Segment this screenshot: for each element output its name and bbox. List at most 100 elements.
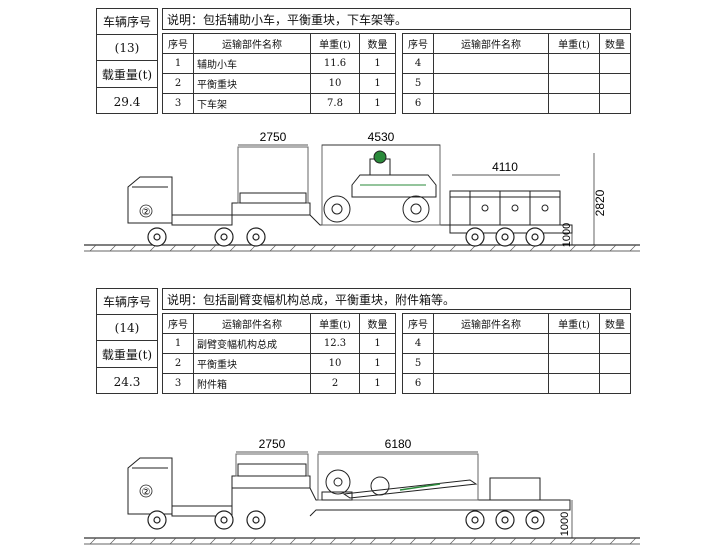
header-weight: 单重(t) bbox=[548, 33, 600, 54]
cell-qty: 1 bbox=[359, 73, 396, 94]
vehicle-seq-value: (14) bbox=[97, 315, 157, 341]
vehicle-info-box: 车辆序号 (13) 载重量(t) 29.4 bbox=[96, 8, 158, 114]
table-row: 3 下车架 7.8 1 bbox=[162, 93, 396, 114]
cell-qty: 1 bbox=[359, 353, 396, 374]
cell-qty: 1 bbox=[359, 333, 396, 354]
parts-table-left: 序号 运输部件名称 单重(t) 数量 1 辅助小车 11.6 1 2 平衡重块 … bbox=[162, 33, 396, 114]
cell-weight bbox=[548, 73, 600, 94]
counterweight-block bbox=[235, 453, 309, 477]
header-no: 序号 bbox=[402, 33, 434, 54]
ground-line bbox=[84, 537, 640, 545]
header-weight: 单重(t) bbox=[310, 313, 360, 334]
cell-name: 平衡重块 bbox=[193, 73, 311, 94]
header-name: 运输部件名称 bbox=[433, 33, 549, 54]
header-weight: 单重(t) bbox=[310, 33, 360, 54]
truck-number: ② bbox=[142, 487, 151, 498]
header-qty: 数量 bbox=[359, 33, 396, 54]
counterweight-block bbox=[237, 146, 309, 204]
table-row: 2 平衡重块 10 1 bbox=[162, 73, 396, 94]
cell-no: 4 bbox=[402, 333, 434, 354]
cell-weight: 7.8 bbox=[310, 93, 360, 114]
dim-4530: 4530 bbox=[368, 130, 395, 144]
cell-weight bbox=[548, 93, 600, 114]
cell-no: 4 bbox=[402, 53, 434, 74]
header-name: 运输部件名称 bbox=[193, 33, 311, 54]
dim-deck-1000: 1000 bbox=[561, 223, 573, 247]
header-qty: 数量 bbox=[359, 313, 396, 334]
truck-number: ② bbox=[142, 207, 151, 218]
table-row: 6 bbox=[402, 93, 631, 114]
dim-height-2820: 2820 bbox=[593, 189, 607, 216]
load-value: 29.4 bbox=[113, 94, 141, 109]
vehicle-seq-label: 车辆序号 bbox=[97, 9, 157, 35]
header-no: 序号 bbox=[402, 313, 434, 334]
cell-qty bbox=[599, 53, 631, 74]
table-row: 4 bbox=[402, 333, 631, 354]
description-note: 说明：包括副臂变幅机构总成，平衡重块，附件箱等。 bbox=[162, 288, 631, 310]
lower-frame bbox=[449, 190, 561, 226]
vehicle-seq-label: 车辆序号 bbox=[97, 289, 157, 315]
header-name: 运输部件名称 bbox=[193, 313, 311, 334]
header-no: 序号 bbox=[162, 313, 194, 334]
dimension-lines bbox=[236, 451, 573, 538]
cell-no: 1 bbox=[162, 53, 194, 74]
dim-6180: 6180 bbox=[385, 437, 412, 451]
cell-no: 2 bbox=[162, 353, 194, 374]
load-label: 载重量(t) bbox=[97, 61, 157, 88]
cell-name bbox=[433, 353, 549, 374]
load-label: 载重量(t) bbox=[97, 341, 157, 368]
cell-no: 2 bbox=[162, 73, 194, 94]
table-header: 序号 运输部件名称 单重(t) 数量 bbox=[402, 33, 631, 54]
cell-weight: 11.6 bbox=[310, 53, 360, 74]
trailer-deck bbox=[231, 475, 571, 517]
auxiliary-trolley bbox=[321, 144, 441, 226]
cell-qty: 1 bbox=[359, 373, 396, 394]
cell-qty bbox=[599, 373, 631, 394]
cell-name: 辅助小车 bbox=[193, 53, 311, 74]
cell-no: 3 bbox=[162, 373, 194, 394]
cell-name: 附件箱 bbox=[193, 373, 311, 394]
table-row: 5 bbox=[402, 73, 631, 94]
header-weight: 单重(t) bbox=[548, 313, 600, 334]
table-header: 序号 运输部件名称 单重(t) 数量 bbox=[162, 313, 396, 334]
vehicle-info-box: 车辆序号 (14) 载重量(t) 24.3 bbox=[96, 288, 158, 394]
cell-no: 5 bbox=[402, 353, 434, 374]
cell-name: 副臂变幅机构总成 bbox=[193, 333, 311, 354]
cell-weight: 10 bbox=[310, 353, 360, 374]
cell-no: 5 bbox=[402, 73, 434, 94]
dim-deck-1000: 1000 bbox=[559, 512, 571, 536]
transport-drawing-13: ② bbox=[84, 130, 640, 252]
cell-name: 平衡重块 bbox=[193, 353, 311, 374]
cell-no: 6 bbox=[402, 373, 434, 394]
jib-luffing-assembly bbox=[317, 453, 479, 501]
cell-qty: 1 bbox=[359, 53, 396, 74]
cell-weight: 2 bbox=[310, 373, 360, 394]
cell-name bbox=[433, 333, 549, 354]
cell-name bbox=[433, 73, 549, 94]
dim-2750: 2750 bbox=[260, 130, 287, 144]
header-qty: 数量 bbox=[599, 313, 631, 334]
table-row: 2 平衡重块 10 1 bbox=[162, 353, 396, 374]
transport-drawing-14: ② bbox=[84, 437, 640, 545]
dim-4110: 4110 bbox=[492, 160, 518, 174]
header-name: 运输部件名称 bbox=[433, 313, 549, 334]
vehicle-seq-value: (13) bbox=[97, 35, 157, 61]
trailer-deck bbox=[231, 202, 573, 234]
cell-name bbox=[433, 93, 549, 114]
cell-name: 下车架 bbox=[193, 93, 311, 114]
cell-weight: 10 bbox=[310, 73, 360, 94]
table-row: 5 bbox=[402, 353, 631, 374]
header-no: 序号 bbox=[162, 33, 194, 54]
cell-no: 6 bbox=[402, 93, 434, 114]
cell-qty bbox=[599, 353, 631, 374]
table-row: 6 bbox=[402, 373, 631, 394]
cell-weight bbox=[548, 53, 600, 74]
dimension-lines bbox=[238, 144, 595, 245]
table-row: 1 辅助小车 11.6 1 bbox=[162, 53, 396, 74]
table-header: 序号 运输部件名称 单重(t) 数量 bbox=[162, 33, 396, 54]
truck-number-badge: ② bbox=[139, 204, 153, 218]
cell-qty bbox=[599, 93, 631, 114]
header-qty: 数量 bbox=[599, 33, 631, 54]
cell-weight bbox=[548, 333, 600, 354]
table-row: 4 bbox=[402, 53, 631, 74]
